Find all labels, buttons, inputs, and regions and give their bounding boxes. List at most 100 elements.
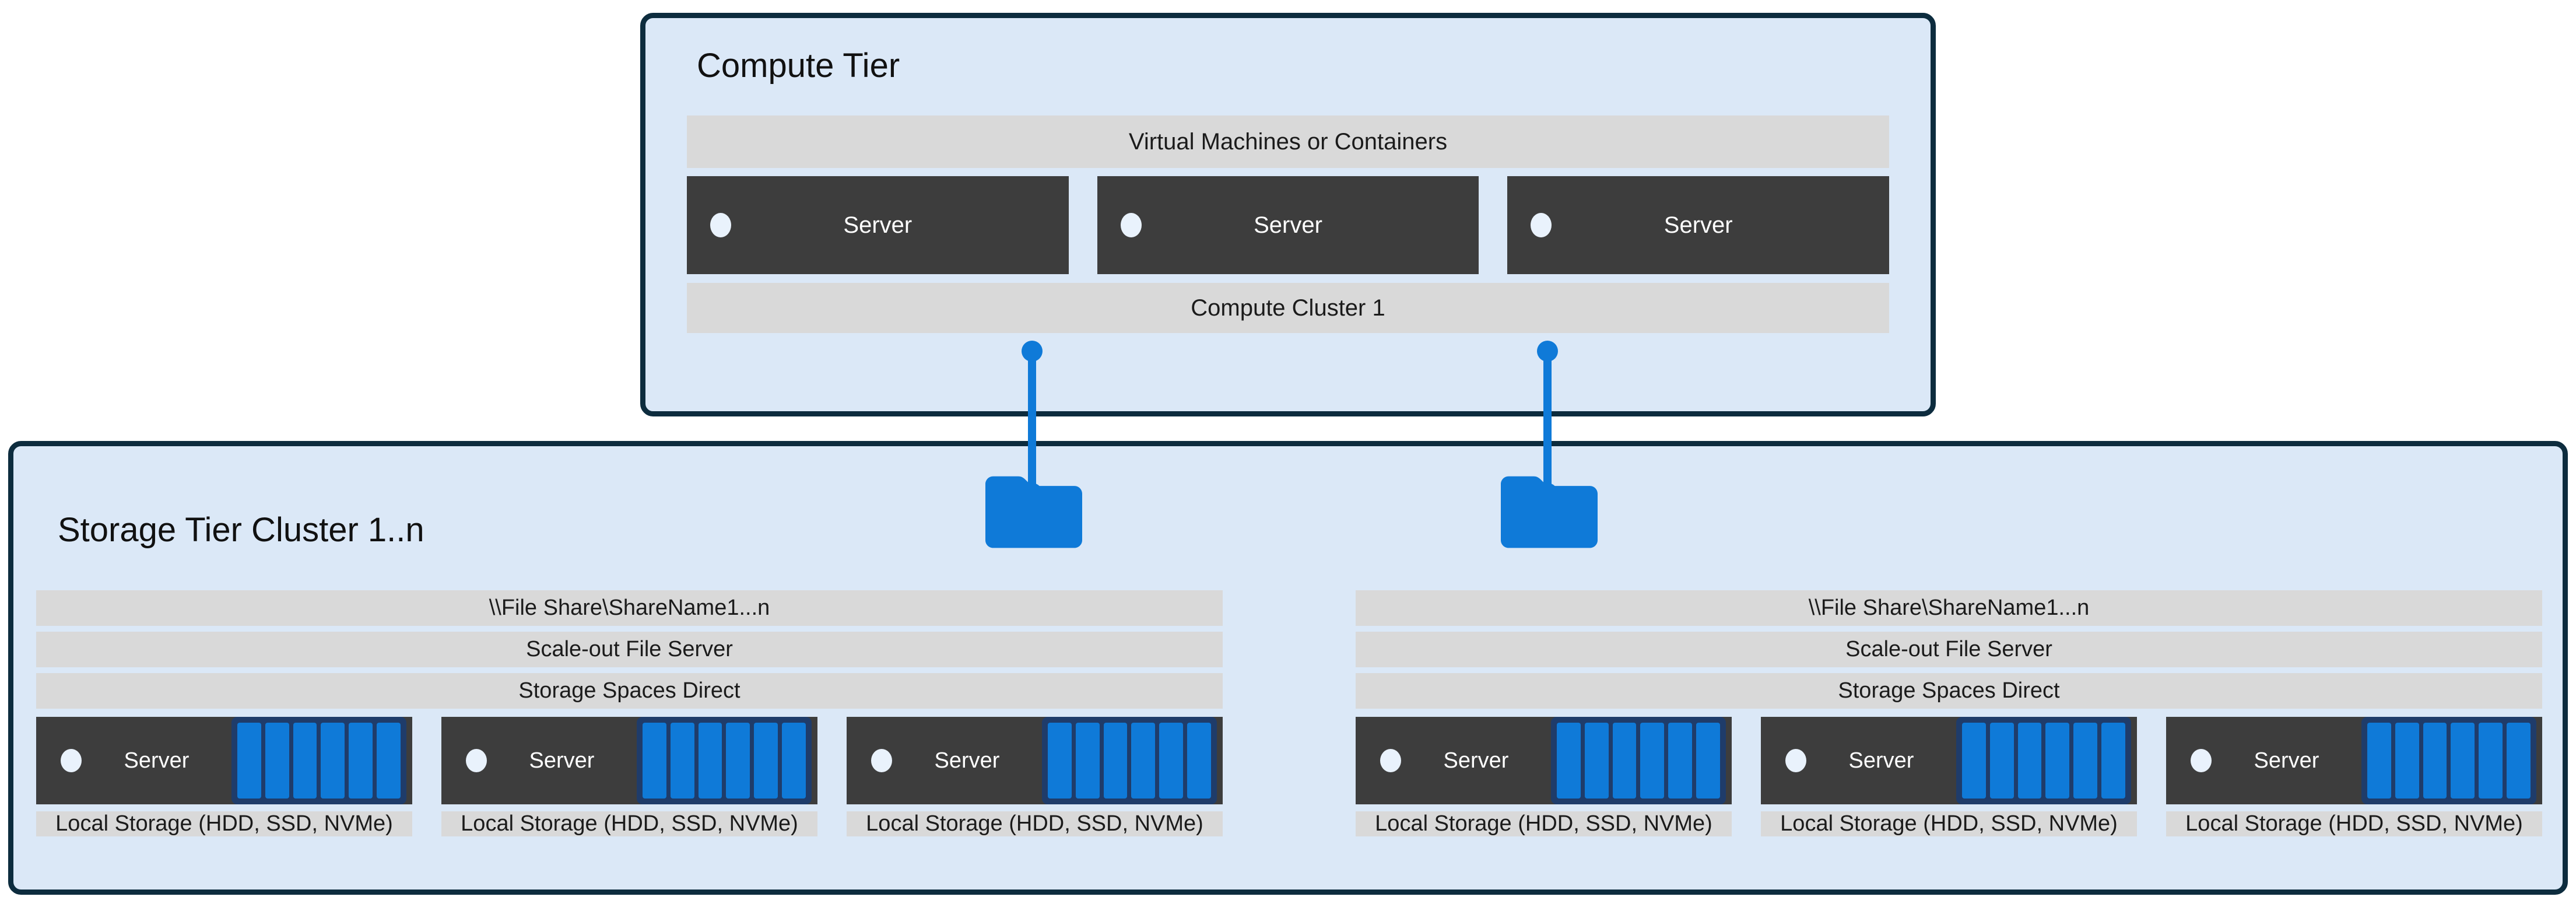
disk-bar xyxy=(349,723,373,799)
connector-line-left xyxy=(1028,351,1036,493)
local-storage-bar: Local Storage (HDD, SSD, NVMe) xyxy=(1356,811,1732,836)
connector-endpoint-dot xyxy=(1022,341,1043,362)
disk-bar xyxy=(2451,723,2475,799)
compute-server-label: Server xyxy=(1254,212,1322,238)
storage-tier-title: Storage Tier Cluster 1..n xyxy=(58,511,424,549)
local-storage-bar: Local Storage (HDD, SSD, NVMe) xyxy=(1761,811,2137,836)
compute-tier-title: Compute Tier xyxy=(697,47,900,85)
disk-array-icon xyxy=(231,717,406,804)
local-storage-bar: Local Storage (HDD, SSD, NVMe) xyxy=(441,811,817,836)
disk-bar xyxy=(2479,723,2503,799)
disk-bar xyxy=(1159,723,1184,799)
server-indicator-dot-icon xyxy=(710,213,731,237)
storage-server: Server xyxy=(847,717,1223,804)
server-indicator-dot-icon xyxy=(1785,749,1806,772)
compute-server-label: Server xyxy=(843,212,913,238)
disk-bar xyxy=(293,723,317,799)
storage-node: Server Local Storage (HDD, SSD, NVMe) xyxy=(441,717,817,836)
server-indicator-dot-icon xyxy=(1531,213,1552,237)
storage-server-label: Server xyxy=(529,748,595,773)
disk-bar xyxy=(2101,723,2125,799)
connector-line-right xyxy=(1543,351,1552,493)
disk-bar xyxy=(726,723,750,799)
disk-bar xyxy=(2507,723,2531,799)
storage-server: Server xyxy=(1356,717,1732,804)
storage-node: Server Local Storage (HDD, SSD, NVMe) xyxy=(36,717,412,836)
scale-out-file-server-bar: Scale-out File Server xyxy=(1356,632,2542,667)
local-storage-bar: Local Storage (HDD, SSD, NVMe) xyxy=(847,811,1223,836)
compute-server-3: Server xyxy=(1507,176,1890,274)
disk-bar xyxy=(1612,723,1637,799)
disk-array-icon xyxy=(2361,717,2536,804)
disk-bar xyxy=(643,723,666,799)
disk-bar xyxy=(1187,723,1211,799)
disk-bar xyxy=(1696,723,1720,799)
server-indicator-dot-icon xyxy=(2191,749,2212,772)
storage-server-label: Server xyxy=(1848,748,1914,773)
file-share-folder-icon xyxy=(1501,476,1598,548)
storage-server-label: Server xyxy=(1443,748,1509,773)
disk-bar xyxy=(782,723,806,799)
storage-node: Server Local Storage (HDD, SSD, NVMe) xyxy=(847,717,1223,836)
storage-server-label: Server xyxy=(2254,748,2319,773)
disk-bar xyxy=(698,723,722,799)
file-share-bar: \\File Share\ShareName1...n xyxy=(1356,590,2542,626)
disk-bar xyxy=(2423,723,2447,799)
disk-bar xyxy=(1668,723,1693,799)
disk-bar xyxy=(1131,723,1156,799)
storage-spaces-direct-bar: Storage Spaces Direct xyxy=(36,673,1223,709)
storage-server: Server xyxy=(2166,717,2542,804)
storage-node: Server Local Storage (HDD, SSD, NVMe) xyxy=(2166,717,2542,836)
disk-bar xyxy=(321,723,345,799)
disk-bar xyxy=(1048,723,1072,799)
disk-array-icon xyxy=(1956,717,2131,804)
local-storage-bar: Local Storage (HDD, SSD, NVMe) xyxy=(2166,811,2542,836)
storage-node: Server Local Storage (HDD, SSD, NVMe) xyxy=(1761,717,2137,836)
disk-bar xyxy=(2367,723,2391,799)
storage-cluster-1: \\File Share\ShareName1...n Scale-out Fi… xyxy=(36,590,1223,836)
compute-server-1: Server xyxy=(687,176,1069,274)
scale-out-file-server-bar: Scale-out File Server xyxy=(36,632,1223,667)
server-indicator-dot-icon xyxy=(61,749,82,772)
disk-bar xyxy=(1962,723,1986,799)
disk-bar xyxy=(2073,723,2098,799)
server-indicator-dot-icon xyxy=(871,749,892,772)
disk-bar xyxy=(1103,723,1128,799)
disk-bar xyxy=(265,723,289,799)
disk-bar xyxy=(1557,723,1581,799)
server-indicator-dot-icon xyxy=(1380,749,1401,772)
disk-bar xyxy=(1075,723,1100,799)
storage-server: Server xyxy=(36,717,412,804)
connector-endpoint-dot xyxy=(1537,341,1558,362)
storage-server: Server xyxy=(441,717,817,804)
disk-bar xyxy=(670,723,694,799)
disk-bar xyxy=(2395,723,2419,799)
compute-server-row: Server Server Server xyxy=(687,176,1890,274)
virtual-machines-bar: Virtual Machines or Containers xyxy=(687,115,1889,168)
disk-bar xyxy=(2017,723,2042,799)
file-share-folder-icon xyxy=(985,476,1082,548)
storage-node-row: Server Local Storage (HDD, SSD, NVMe) Se… xyxy=(36,717,1223,836)
storage-tier-box: Storage Tier Cluster 1..n \\File Share\S… xyxy=(8,441,2568,895)
disk-array-icon xyxy=(637,717,812,804)
disk-bar xyxy=(2045,723,2070,799)
compute-server-label: Server xyxy=(1663,212,1733,238)
storage-cluster-2: \\File Share\ShareName1...n Scale-out Fi… xyxy=(1356,590,2542,836)
server-indicator-dot-icon xyxy=(1120,213,1142,237)
storage-server: Server xyxy=(1761,717,2137,804)
compute-server-2: Server xyxy=(1097,176,1479,274)
compute-tier-box: Compute Tier Virtual Machines or Contain… xyxy=(640,13,1936,416)
disk-bar xyxy=(1640,723,1665,799)
disk-array-icon xyxy=(1551,717,1726,804)
disk-bar xyxy=(1989,723,2014,799)
storage-spaces-direct-bar: Storage Spaces Direct xyxy=(1356,673,2542,709)
compute-cluster-bar: Compute Cluster 1 xyxy=(687,283,1889,333)
disk-bar xyxy=(754,723,778,799)
storage-node: Server Local Storage (HDD, SSD, NVMe) xyxy=(1356,717,1732,836)
disk-bar xyxy=(1584,723,1609,799)
server-indicator-dot-icon xyxy=(466,749,487,772)
storage-server-label: Server xyxy=(934,748,1000,773)
storage-node-row: Server Local Storage (HDD, SSD, NVMe) Se… xyxy=(1356,717,2542,836)
disk-bar xyxy=(377,723,401,799)
